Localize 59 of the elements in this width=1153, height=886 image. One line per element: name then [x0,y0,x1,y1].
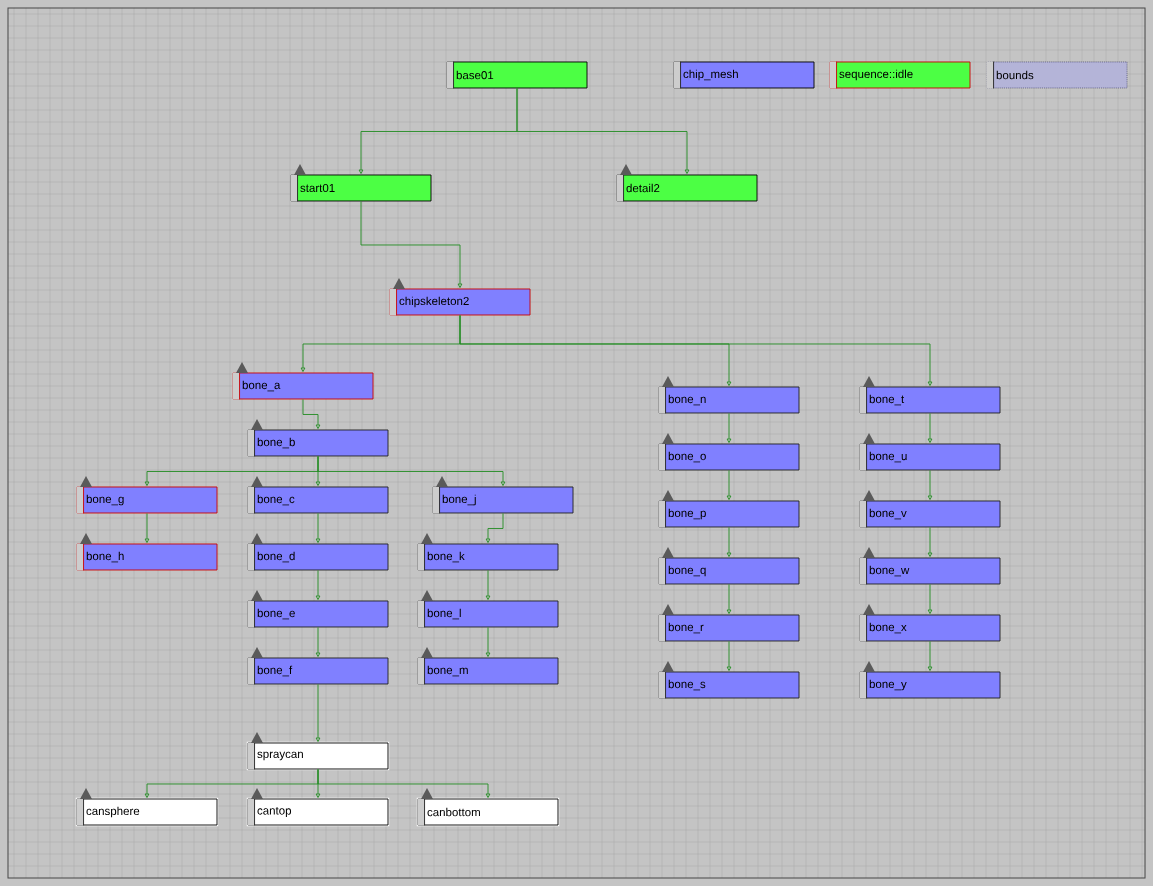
hierarchy-node: bone_t [859,376,1001,414]
hierarchy-node: bone_a [232,362,374,400]
hierarchy-node: bounds [986,61,1128,89]
connector [302,399,321,429]
hierarchy-node: bone_m [417,647,559,685]
hierarchy-node: bone_c [247,476,389,514]
hierarchy-node: bone_u [859,433,1001,471]
connector [144,513,150,543]
hierarchy-node: chip_mesh [673,61,815,89]
hierarchy-node: bone_j [432,476,574,514]
connector [317,769,491,798]
connector [315,570,321,600]
connector [927,470,933,500]
hierarchy-node: bone_p [658,490,800,528]
connector [726,584,732,614]
hierarchy-node: bone_h [76,533,218,571]
connector [485,513,504,543]
hierarchy-node: cantop [246,788,390,827]
connector [726,413,732,443]
hierarchy-node: bone_y [859,661,1001,699]
connector [726,470,732,500]
hierarchy-node: bone_g [76,476,218,514]
hierarchy-node: bone_l [417,590,559,628]
hierarchy-node: bone_q [658,547,800,585]
connector [317,456,506,486]
hierarchy-node: bone_d [247,533,389,571]
hierarchy-node: start01 [290,164,432,202]
hierarchy-node: canbottom [416,788,560,827]
connector [927,584,933,614]
connector [485,627,491,657]
hierarchy-node: bone_n [658,376,800,414]
connector [927,413,933,443]
connector [315,684,321,742]
hierarchy-node: bone_f [247,647,389,685]
hierarchy-node: bone_w [859,547,1001,585]
connector [360,201,463,288]
connector [315,627,321,657]
connector [516,88,690,174]
hierarchy-node: bone_x [859,604,1001,642]
hierarchy-node: spraycan [246,732,390,771]
hierarchy-node: bone_r [658,604,800,642]
hierarchy-node: bone_o [658,433,800,471]
hierarchy-node: bone_k [417,533,559,571]
connector [927,641,933,671]
connector [315,513,321,543]
hierarchy-node: cansphere [75,788,219,827]
hierarchy-node: detail2 [616,164,758,202]
hierarchy-node: bone_s [658,661,800,699]
connector [485,570,491,600]
hierarchy-node: sequence::idle [829,61,971,89]
hierarchy-node: chipskeleton2 [389,278,531,316]
hierarchy-node: bone_v [859,490,1001,528]
hierarchy-node: bone_e [247,590,389,628]
connector [459,315,933,386]
connector [927,527,933,557]
connector [726,641,732,671]
hierarchy-node: base01 [446,61,588,89]
connector [726,527,732,557]
hierarchy-node: bone_b [247,419,389,457]
